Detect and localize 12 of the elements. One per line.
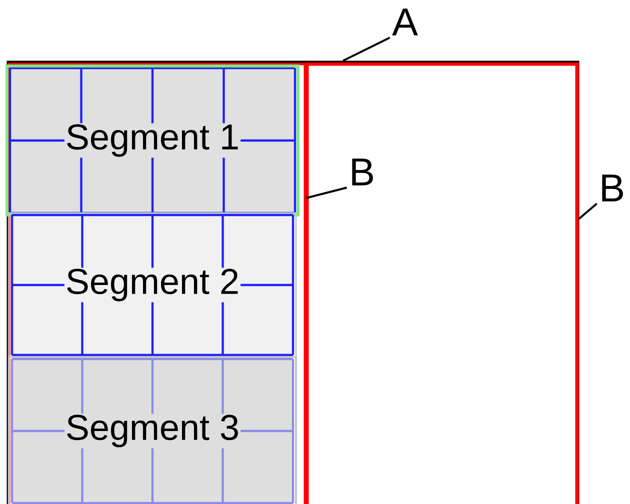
- column-box: [8, 62, 306, 504]
- callout-letter: B: [602, 174, 623, 202]
- leader-line: [306, 186, 348, 199]
- callout-letter: A: [392, 8, 418, 36]
- segment-box: Segment 3: [8, 356, 297, 504]
- leader-line: [342, 36, 390, 62]
- leader-line: [578, 202, 598, 220]
- callout-letter: B: [352, 158, 373, 186]
- column-box: [305, 62, 579, 504]
- frame-box: [6, 60, 580, 504]
- segment-box: Segment 1: [6, 64, 300, 216]
- segment-box: Segment 2: [8, 212, 297, 358]
